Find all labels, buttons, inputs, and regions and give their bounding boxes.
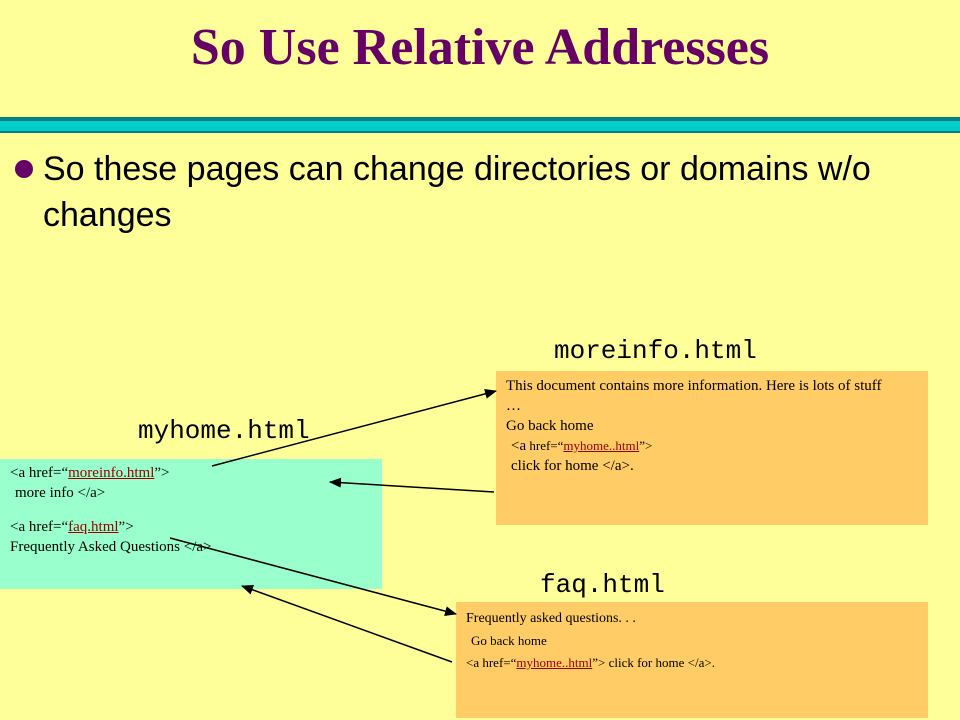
tag-href: href=“ xyxy=(526,438,564,453)
faq-link[interactable]: faq.html xyxy=(68,519,119,535)
myhome-page-box: <a href=“moreinfo.html”> more info </a> … xyxy=(0,459,382,589)
myhome-link-moreinfo-tag: <a href=“moreinfo.html”> xyxy=(10,463,382,483)
myhome-link-faq-tag: <a href=“faq.html”> xyxy=(10,517,382,537)
moreinfo-page-box: This document contains more information.… xyxy=(496,371,928,525)
title-rule-dark-bottom xyxy=(0,131,960,133)
myhome-link-faq-text: Frequently Asked Questions </a> xyxy=(10,539,212,555)
bullet-text: So these pages can change directories or… xyxy=(43,150,871,234)
faq-go-back: Go back home xyxy=(471,633,547,648)
faq-filename-label: faq.html xyxy=(540,570,665,600)
moreinfo-ellipsis: … xyxy=(506,398,521,414)
arrow-faq-to-myhome xyxy=(241,585,453,663)
faq-description: Frequently asked questions. . . xyxy=(466,611,636,626)
faq-home-link-tag: <a href=“myhome..html”> click for home <… xyxy=(466,652,918,674)
tag-close: ”> xyxy=(154,465,170,481)
slide-title: So Use Relative Addresses xyxy=(190,19,770,76)
tag-close: ”> xyxy=(118,519,134,535)
faq-page-box: Frequently asked questions. . . Go back … xyxy=(456,602,928,718)
moreinfo-home-link-tag: <a href=“myhome..html”> xyxy=(506,436,918,456)
tag-close: ”> xyxy=(639,438,653,453)
moreinfo-home-link-text: click for home </a>. xyxy=(511,458,634,474)
moreinfo-filename-label: moreinfo.html xyxy=(554,336,757,366)
title-rule-cyan xyxy=(0,121,960,131)
tag-open: <a href=“ xyxy=(466,655,517,670)
tag-close: ”> xyxy=(592,655,606,670)
myhome-filename-label: myhome.html xyxy=(138,416,310,446)
tag-open: <a href=“ xyxy=(10,519,69,535)
faq-home-link[interactable]: myhome..html xyxy=(516,655,593,670)
moreinfo-link[interactable]: moreinfo.html xyxy=(68,465,155,481)
moreinfo-home-link[interactable]: myhome..html xyxy=(563,438,640,453)
spacer xyxy=(10,503,382,517)
faq-home-link-text: click for home </a>. xyxy=(605,655,715,670)
moreinfo-description: This document contains more information.… xyxy=(506,378,882,394)
title-rule-dark-top xyxy=(0,117,960,121)
myhome-link-moreinfo-text: more info </a> xyxy=(15,485,106,501)
tag-open: <a xyxy=(511,438,527,454)
bullet-dot-icon xyxy=(15,160,33,178)
moreinfo-go-back: Go back home xyxy=(506,418,594,434)
tag-open: <a href=“ xyxy=(10,465,69,481)
